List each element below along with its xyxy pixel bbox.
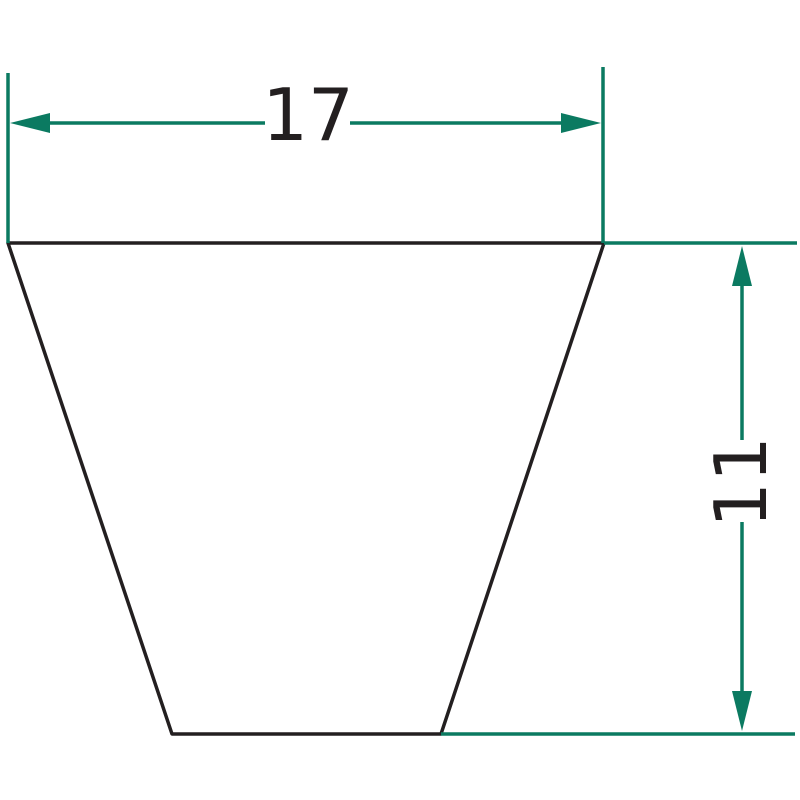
arrowhead-left [10, 113, 50, 133]
height-dimension: 11 [441, 241, 797, 736]
width-label: 17 [262, 73, 354, 157]
trapezoid-profile [6, 241, 606, 736]
arrowhead-down [732, 691, 752, 731]
arrowhead-right [561, 113, 601, 133]
width-dimension: 17 [6, 67, 605, 243]
arrowhead-up [732, 246, 752, 286]
height-label: 11 [699, 436, 783, 528]
